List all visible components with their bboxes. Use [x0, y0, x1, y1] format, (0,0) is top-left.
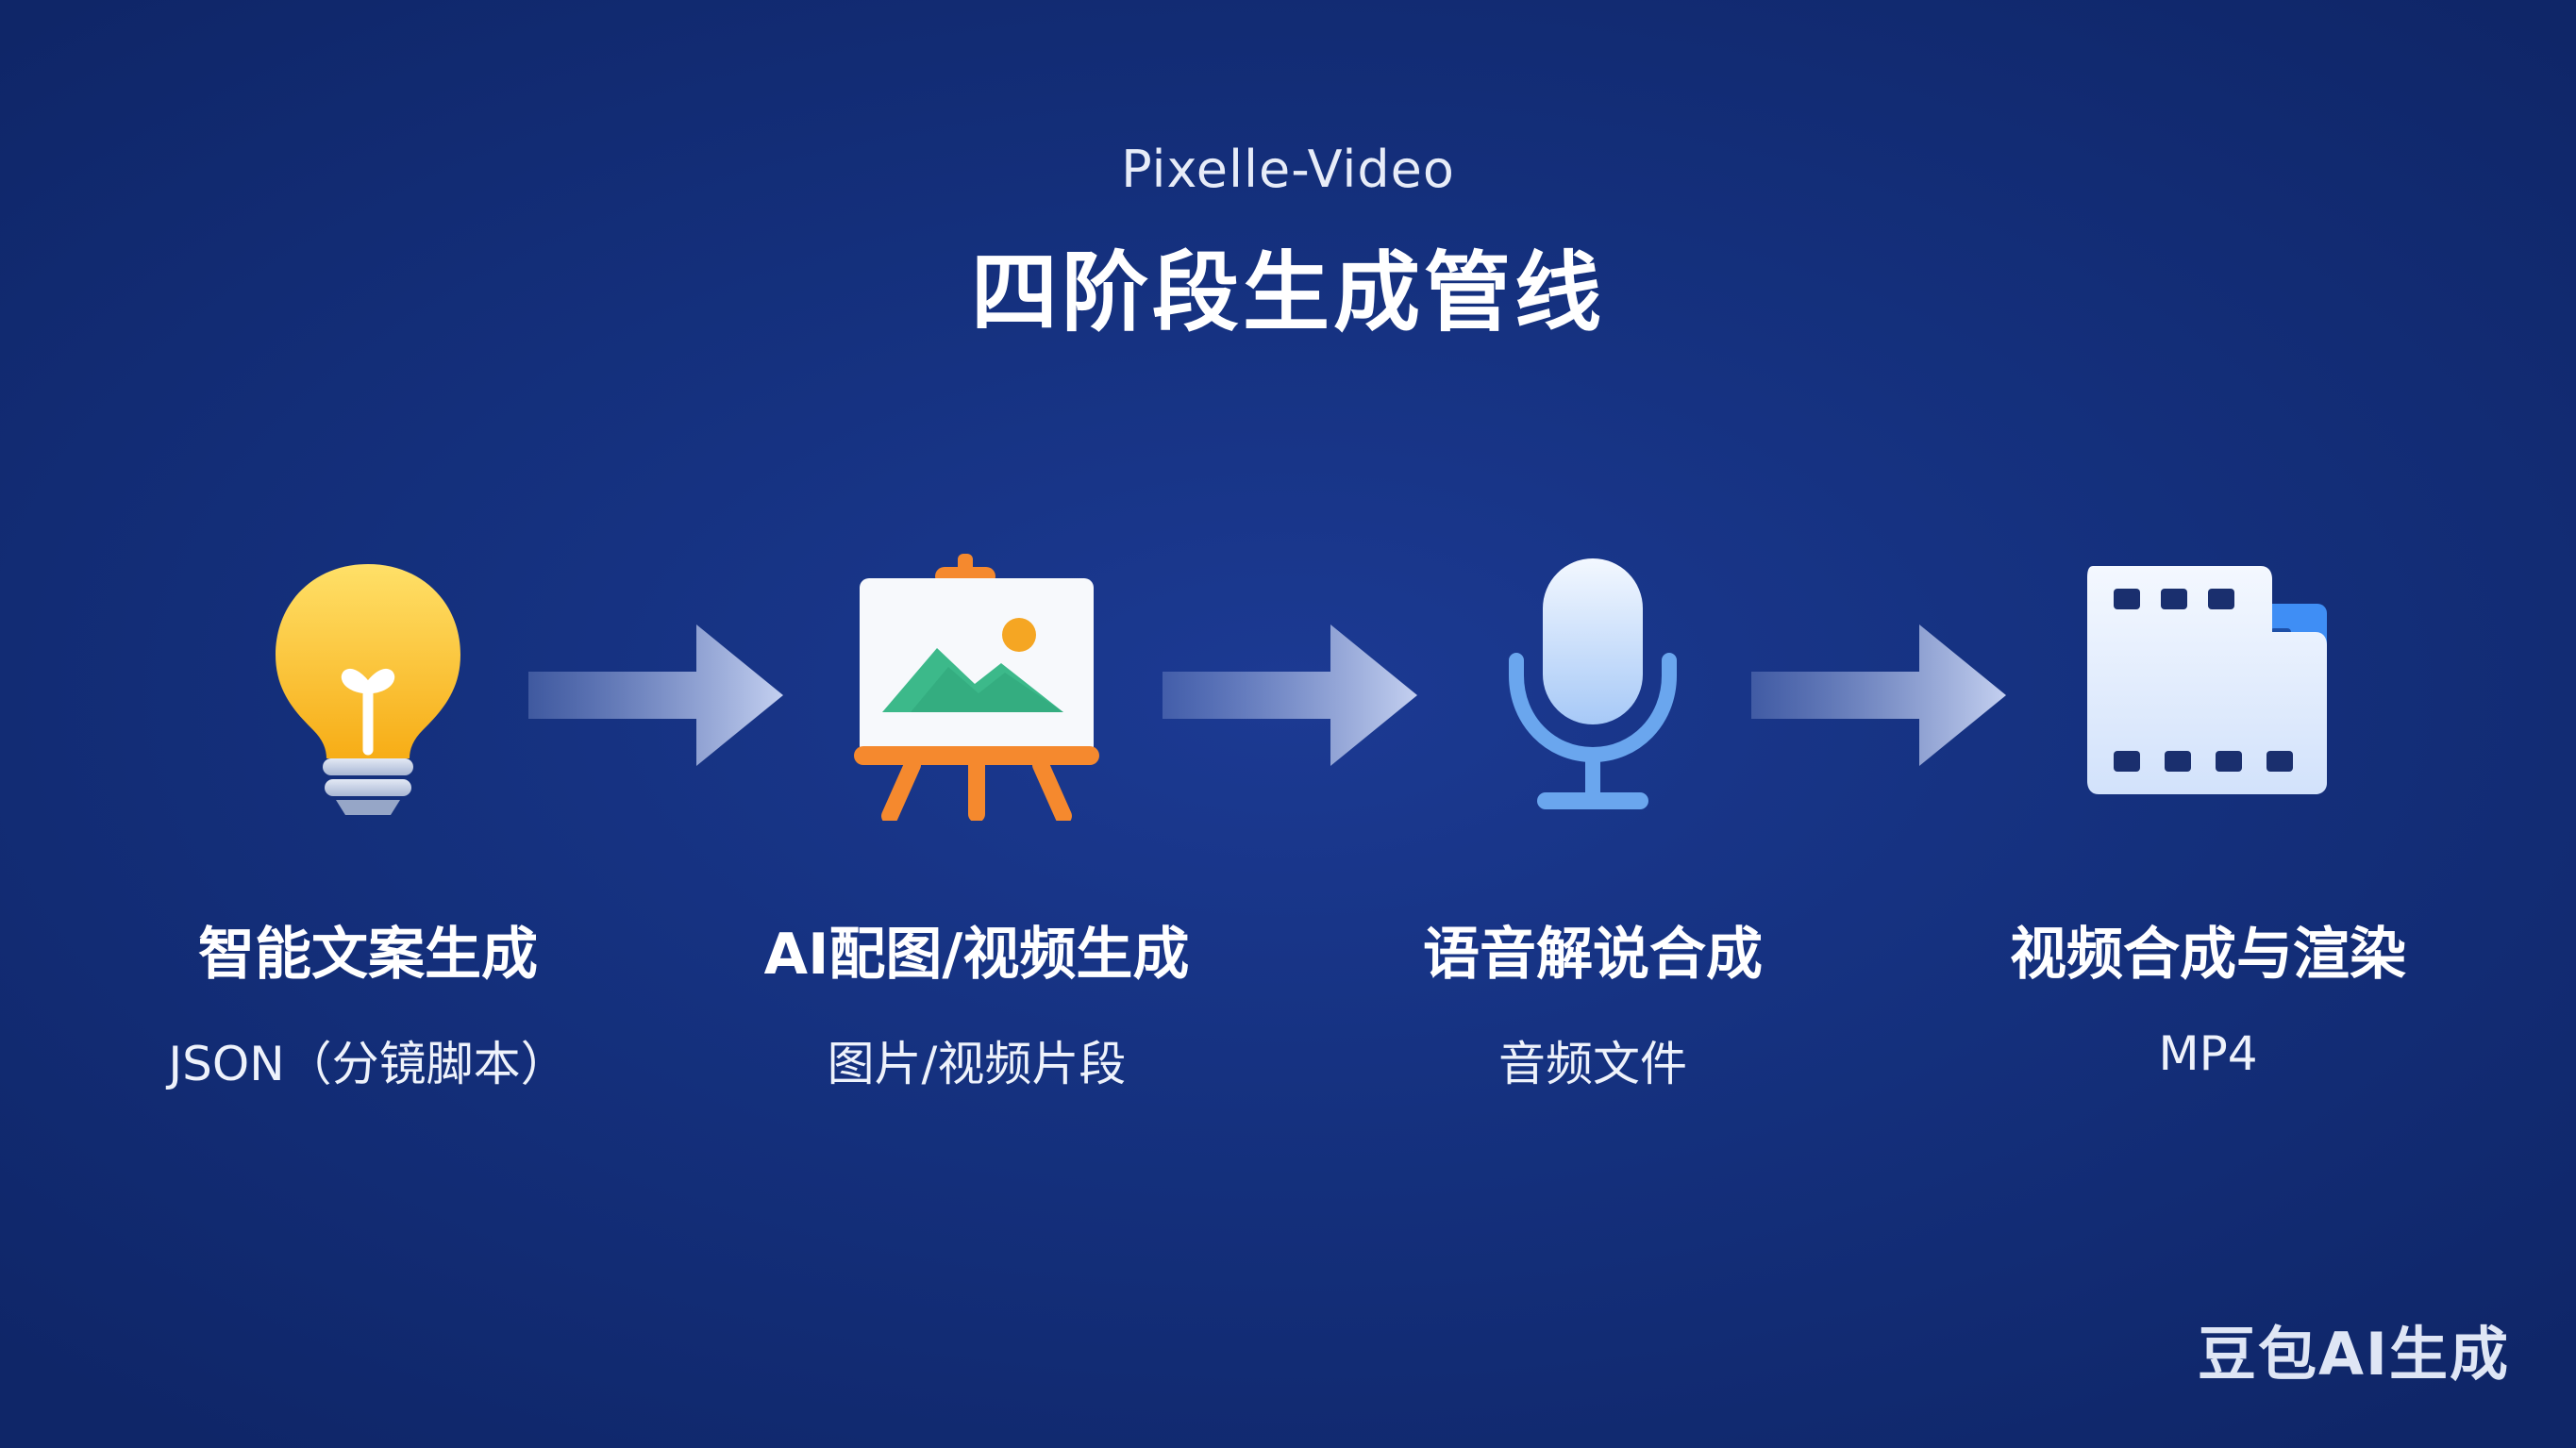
watermark: 豆包AI生成	[2197, 1320, 2510, 1389]
arrow-right-icon	[1163, 624, 1417, 766]
microphone-icon	[1509, 558, 1677, 809]
lightbulb-icon	[276, 564, 460, 815]
stage-title-image: AI配图/视频生成	[763, 922, 1190, 988]
subtitle: Pixelle-Video	[1121, 140, 1455, 199]
stage-output-audio: 音频文件	[1498, 1037, 1687, 1091]
stage-output-render: MP4	[2158, 1026, 2258, 1081]
stage-output-image: 图片/视频片段	[827, 1037, 1127, 1091]
stage-title-script: 智能文案生成	[198, 922, 538, 988]
film-strip-icon	[2087, 566, 2327, 794]
arrow-right-icon	[528, 624, 783, 766]
page-title: 四阶段生成管线	[970, 242, 1605, 343]
stage-title-render: 视频合成与渲染	[2010, 922, 2406, 988]
arrow-right-icon	[1751, 624, 2006, 766]
stage-output-script: JSON（分镜脚本）	[168, 1037, 568, 1091]
stage-title-audio: 语音解说合成	[1423, 922, 1763, 988]
easel-image-icon	[854, 554, 1099, 821]
